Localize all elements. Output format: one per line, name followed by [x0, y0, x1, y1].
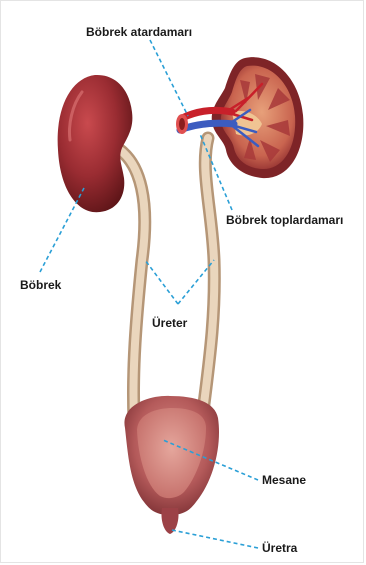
urethra — [161, 508, 178, 534]
label-ureter: Üreter — [152, 316, 187, 330]
label-bladder: Mesane — [262, 473, 306, 487]
label-kidney: Böbrek — [20, 278, 61, 292]
left-kidney — [58, 75, 133, 212]
leader-kidney — [40, 188, 84, 272]
label-urethra: Üretra — [262, 541, 297, 555]
leader-urethra — [172, 530, 258, 548]
leader-ureter-left — [145, 260, 178, 304]
label-renal-artery: Böbrek atardamarı — [86, 25, 192, 39]
label-renal-vein: Böbrek toplardamarı — [226, 213, 343, 227]
leader-renal-artery — [150, 40, 188, 116]
